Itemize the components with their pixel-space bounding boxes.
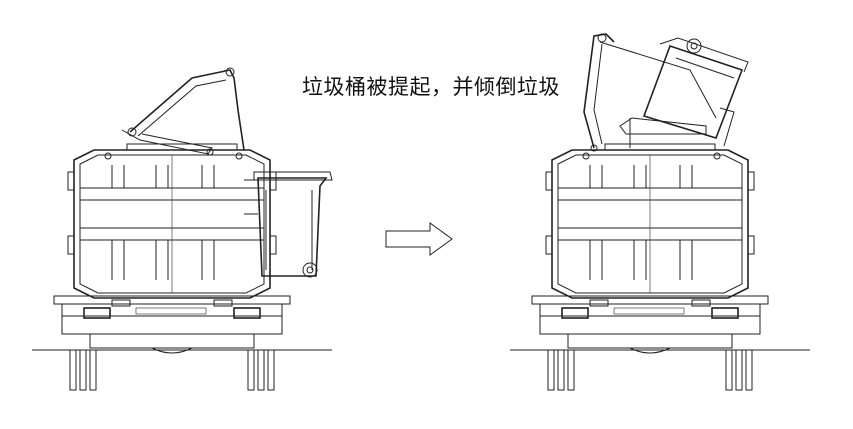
truck-left xyxy=(31,67,333,391)
diagram-caption: 垃圾桶被提起，并倾倒垃圾 xyxy=(302,75,560,99)
bin-upright xyxy=(244,171,333,278)
transition-arrow xyxy=(385,222,453,256)
truck-right xyxy=(509,33,811,391)
bin-tipped xyxy=(599,37,749,147)
